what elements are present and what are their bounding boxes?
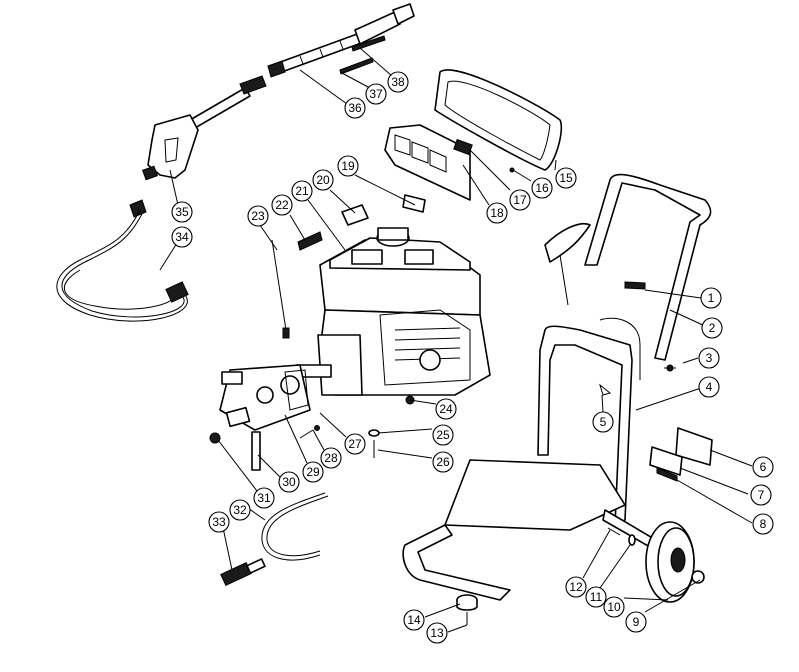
svg-text:23: 23 (251, 209, 265, 223)
callout-8: 8 (752, 513, 774, 535)
callout-1: 1 (700, 287, 722, 309)
callout-13: 13 (426, 622, 448, 644)
svg-text:17: 17 (513, 193, 527, 207)
svg-text:19: 19 (341, 159, 355, 173)
svg-text:27: 27 (348, 437, 362, 451)
callout-12: 12 (565, 576, 587, 598)
control-panel (384, 124, 473, 201)
svg-text:25: 25 (436, 428, 450, 442)
svg-text:8: 8 (760, 517, 767, 531)
callout-17: 17 (509, 189, 531, 211)
spray-wand (267, 3, 415, 78)
callout-25: 25 (432, 424, 454, 446)
rubber-foot (456, 594, 478, 625)
svg-text:1: 1 (708, 291, 715, 305)
callout-21: 21 (291, 180, 313, 202)
callout-35: 35 (171, 201, 193, 223)
callout-36: 36 (344, 97, 366, 119)
callout-6: 6 (752, 456, 774, 478)
svg-text:7: 7 (758, 488, 765, 502)
svg-text:31: 31 (257, 491, 271, 505)
spray-gun (142, 75, 267, 181)
callout-38: 38 (387, 71, 409, 93)
svg-text:10: 10 (607, 600, 621, 614)
callout-16: 16 (531, 177, 553, 199)
svg-text:21: 21 (295, 184, 309, 198)
pump (209, 364, 320, 471)
callout-11: 11 (585, 586, 607, 608)
callout-26: 26 (432, 451, 454, 473)
svg-text:28: 28 (324, 451, 338, 465)
wheel (607, 521, 705, 603)
callout-32: 32 (229, 499, 251, 521)
dipstick (271, 239, 290, 339)
callout-31: 31 (253, 487, 275, 509)
svg-text:5: 5 (600, 415, 607, 429)
callout-27: 27 (344, 433, 366, 455)
callout-34: 34 (171, 226, 193, 248)
callout-4: 4 (698, 376, 720, 398)
callout-18: 18 (486, 202, 508, 224)
svg-text:37: 37 (369, 87, 383, 101)
svg-text:30: 30 (282, 475, 296, 489)
svg-text:15: 15 (559, 171, 573, 185)
svg-text:12: 12 (569, 580, 583, 594)
svg-text:16: 16 (535, 181, 549, 195)
decals (649, 427, 713, 482)
svg-text:20: 20 (316, 173, 330, 187)
callout-5: 5 (592, 411, 614, 433)
callout-29: 29 (302, 461, 324, 483)
callout-15: 15 (555, 167, 577, 189)
svg-text:36: 36 (348, 101, 362, 115)
svg-text:6: 6 (760, 460, 767, 474)
callout-33: 33 (208, 511, 230, 533)
svg-text:13: 13 (430, 626, 444, 640)
callout-7: 7 (750, 484, 772, 506)
svg-text:33: 33 (212, 515, 226, 529)
callout-19: 19 (337, 155, 359, 177)
callout-3: 3 (698, 347, 720, 369)
callout-28: 28 (320, 447, 342, 469)
svg-text:9: 9 (633, 615, 640, 629)
engine (295, 194, 491, 458)
svg-text:26: 26 (436, 455, 450, 469)
svg-text:14: 14 (407, 613, 421, 627)
callout-2: 2 (701, 317, 723, 339)
callout-37: 37 (365, 83, 387, 105)
high-pressure-hose (56, 199, 189, 322)
svg-text:32: 32 (233, 503, 247, 517)
callout-10: 10 (603, 596, 625, 618)
cart-frame (402, 317, 691, 601)
callout-22: 22 (271, 194, 293, 216)
svg-text:35: 35 (175, 205, 189, 219)
svg-text:29: 29 (306, 465, 320, 479)
svg-text:24: 24 (439, 402, 453, 416)
svg-text:2: 2 (709, 321, 716, 335)
garden-hose-inlet (220, 492, 329, 587)
svg-text:3: 3 (706, 351, 713, 365)
callout-30: 30 (278, 471, 300, 493)
callout-20: 20 (312, 169, 334, 191)
svg-text:22: 22 (275, 198, 289, 212)
svg-text:18: 18 (490, 206, 504, 220)
callout-24: 24 (435, 398, 457, 420)
callout-14: 14 (403, 609, 425, 631)
svg-text:34: 34 (175, 230, 189, 244)
svg-text:11: 11 (590, 590, 603, 604)
engine-guard (434, 69, 563, 173)
callout-9: 9 (625, 611, 647, 633)
callout-23: 23 (247, 205, 269, 227)
handle-frame (544, 173, 712, 396)
svg-text:38: 38 (391, 75, 405, 89)
svg-text:4: 4 (706, 380, 713, 394)
